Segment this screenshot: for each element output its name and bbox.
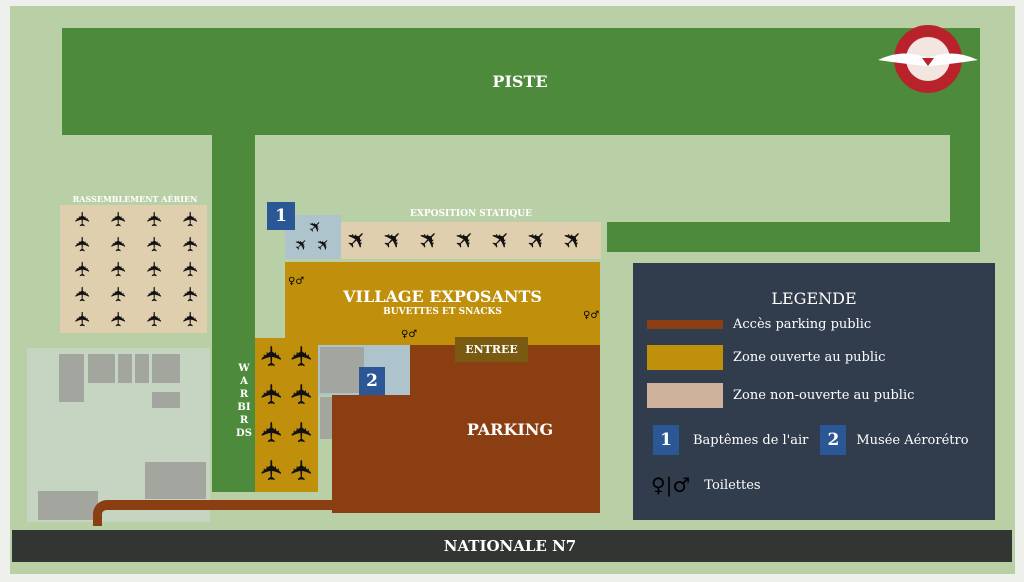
airplane-icon: ✈ <box>142 285 167 303</box>
exposition-zone: ✈✈✈✈✈✈✈ <box>340 222 601 259</box>
village-exposants-zone <box>285 262 600 346</box>
toilets-icon: ♀|♂ <box>651 473 691 497</box>
legend-item-bapteme: 1 Baptêmes de l'air 2 Musée Aérorétro <box>647 425 969 455</box>
airplane-icon: ✈ <box>285 458 319 482</box>
legend-label: Baptêmes de l'air <box>693 432 809 448</box>
building <box>59 354 84 402</box>
legend-label: Zone non-ouverte au public <box>733 388 915 403</box>
rassemblement-zone: ✈ ✈ ✈ ✈ ✈ ✈ ✈ ✈ ✈ ✈ ✈ ✈ ✈ ✈ ✈ ✈ ✈ ✈ ✈ ✈ <box>60 205 207 333</box>
aero-classic-days-logo <box>878 20 978 98</box>
airplane-icon: ✈ <box>255 382 289 406</box>
airplane-icon: ✈ <box>178 235 203 253</box>
airplane-icon: ✈ <box>285 382 319 406</box>
legend-swatch <box>647 345 723 370</box>
legend-item-parking-access: Accès parking public <box>647 317 871 332</box>
airplane-icon: ✈ <box>178 285 203 303</box>
airplane-icon: ✈ <box>106 210 131 228</box>
road-label: NATIONALE N7 <box>443 537 577 555</box>
legend-label: Zone ouverte au public <box>733 350 886 365</box>
legend-panel: LEGENDE Accès parking public Zone ouvert… <box>633 263 995 520</box>
building <box>152 392 180 408</box>
airplane-icon: ✈ <box>106 285 131 303</box>
airplane-icon: ✈ <box>520 222 555 258</box>
airplane-icon: ✈ <box>142 260 167 278</box>
airplane-icon: ✈ <box>70 260 95 278</box>
taxiway-bottom <box>607 222 980 252</box>
airplane-icon: ✈ <box>448 222 483 258</box>
warbirds-label: WARBIRDS <box>236 363 252 439</box>
building <box>118 354 132 383</box>
airplane-icon: ✈ <box>285 344 319 368</box>
airplane-icon: ✈ <box>70 235 95 253</box>
legend-item-closed-zone: Zone non-ouverte au public <box>647 383 914 408</box>
airplane-icon: ✈ <box>556 222 591 258</box>
airplane-icon: ✈ <box>142 235 167 253</box>
exposition-label: EXPOSITION STATIQUE <box>410 209 532 219</box>
parking-label: PARKING <box>466 420 554 439</box>
airplane-icon: ✈ <box>289 233 313 257</box>
road-n7 <box>12 530 1012 562</box>
airplane-icon: ✈ <box>106 235 131 253</box>
airplane-icon: ✈ <box>412 222 447 258</box>
toilets-icon: ♀♂ <box>583 310 600 321</box>
legend-item-toilets: ♀|♂ Toilettes <box>647 473 761 497</box>
airplane-icon: ✈ <box>178 260 203 278</box>
airplane-icon: ✈ <box>340 222 375 258</box>
legend-label: Accès parking public <box>733 317 872 332</box>
badge-2: 2 <box>359 367 385 395</box>
legend-item-open-zone: Zone ouverte au public <box>647 345 885 370</box>
legend-title: LEGENDE <box>771 289 857 308</box>
airplane-icon: ✈ <box>106 260 131 278</box>
runway <box>62 28 980 135</box>
legend-label: Musée Aérorétro <box>856 432 969 448</box>
building <box>320 347 364 393</box>
badge-1: 1 <box>653 425 679 455</box>
legend-swatch <box>647 320 723 329</box>
airplane-icon: ✈ <box>311 233 335 257</box>
toilets-icon: ♀♂ <box>288 276 305 287</box>
entree-label: ENTREE <box>455 337 528 362</box>
badge-2: 2 <box>820 425 847 455</box>
village-label: VILLAGE EXPOSANTS <box>343 287 542 306</box>
building <box>135 354 149 383</box>
warbirds-zone: ✈✈✈✈✈✈✈✈ <box>255 338 319 492</box>
buildings-area <box>27 348 210 522</box>
legend-swatch <box>647 383 723 408</box>
airplane-icon: ✈ <box>142 210 167 228</box>
building <box>88 354 115 383</box>
badge-1: 1 <box>267 202 295 230</box>
runway-label: PISTE <box>492 72 548 91</box>
airplane-icon: ✈ <box>142 310 167 328</box>
village-sublabel: BUVETTES ET SNACKS <box>383 307 502 317</box>
airplane-icon: ✈ <box>106 310 131 328</box>
site-map: PISTE WARBIRDS RASSEMBLEMENT AÉRIEN ✈✈✈✈… <box>10 6 1015 574</box>
building <box>152 354 180 383</box>
airplane-icon: ✈ <box>484 222 519 258</box>
airplane-icon: ✈ <box>70 310 95 328</box>
airplane-icon: ✈ <box>178 210 203 228</box>
airplane-icon: ✈ <box>178 310 203 328</box>
parking-access-road <box>93 500 333 526</box>
airplane-icon: ✈ <box>255 344 289 368</box>
parking-zone <box>410 345 600 513</box>
airplane-icon: ✈ <box>70 285 95 303</box>
legend-label: Toilettes <box>704 477 761 493</box>
building <box>38 491 98 520</box>
airplane-icon: ✈ <box>70 210 95 228</box>
airplane-icon: ✈ <box>376 222 411 258</box>
airplane-icon: ✈ <box>285 420 319 444</box>
parking-zone-extension <box>332 395 412 513</box>
toilets-icon: ♀♂ <box>401 329 418 340</box>
building <box>145 462 206 499</box>
rassemblement-label: RASSEMBLEMENT AÉRIEN <box>72 194 198 204</box>
taxiway-left <box>212 134 255 492</box>
airplane-icon: ✈ <box>255 458 289 482</box>
airplane-icon: ✈ <box>255 420 289 444</box>
